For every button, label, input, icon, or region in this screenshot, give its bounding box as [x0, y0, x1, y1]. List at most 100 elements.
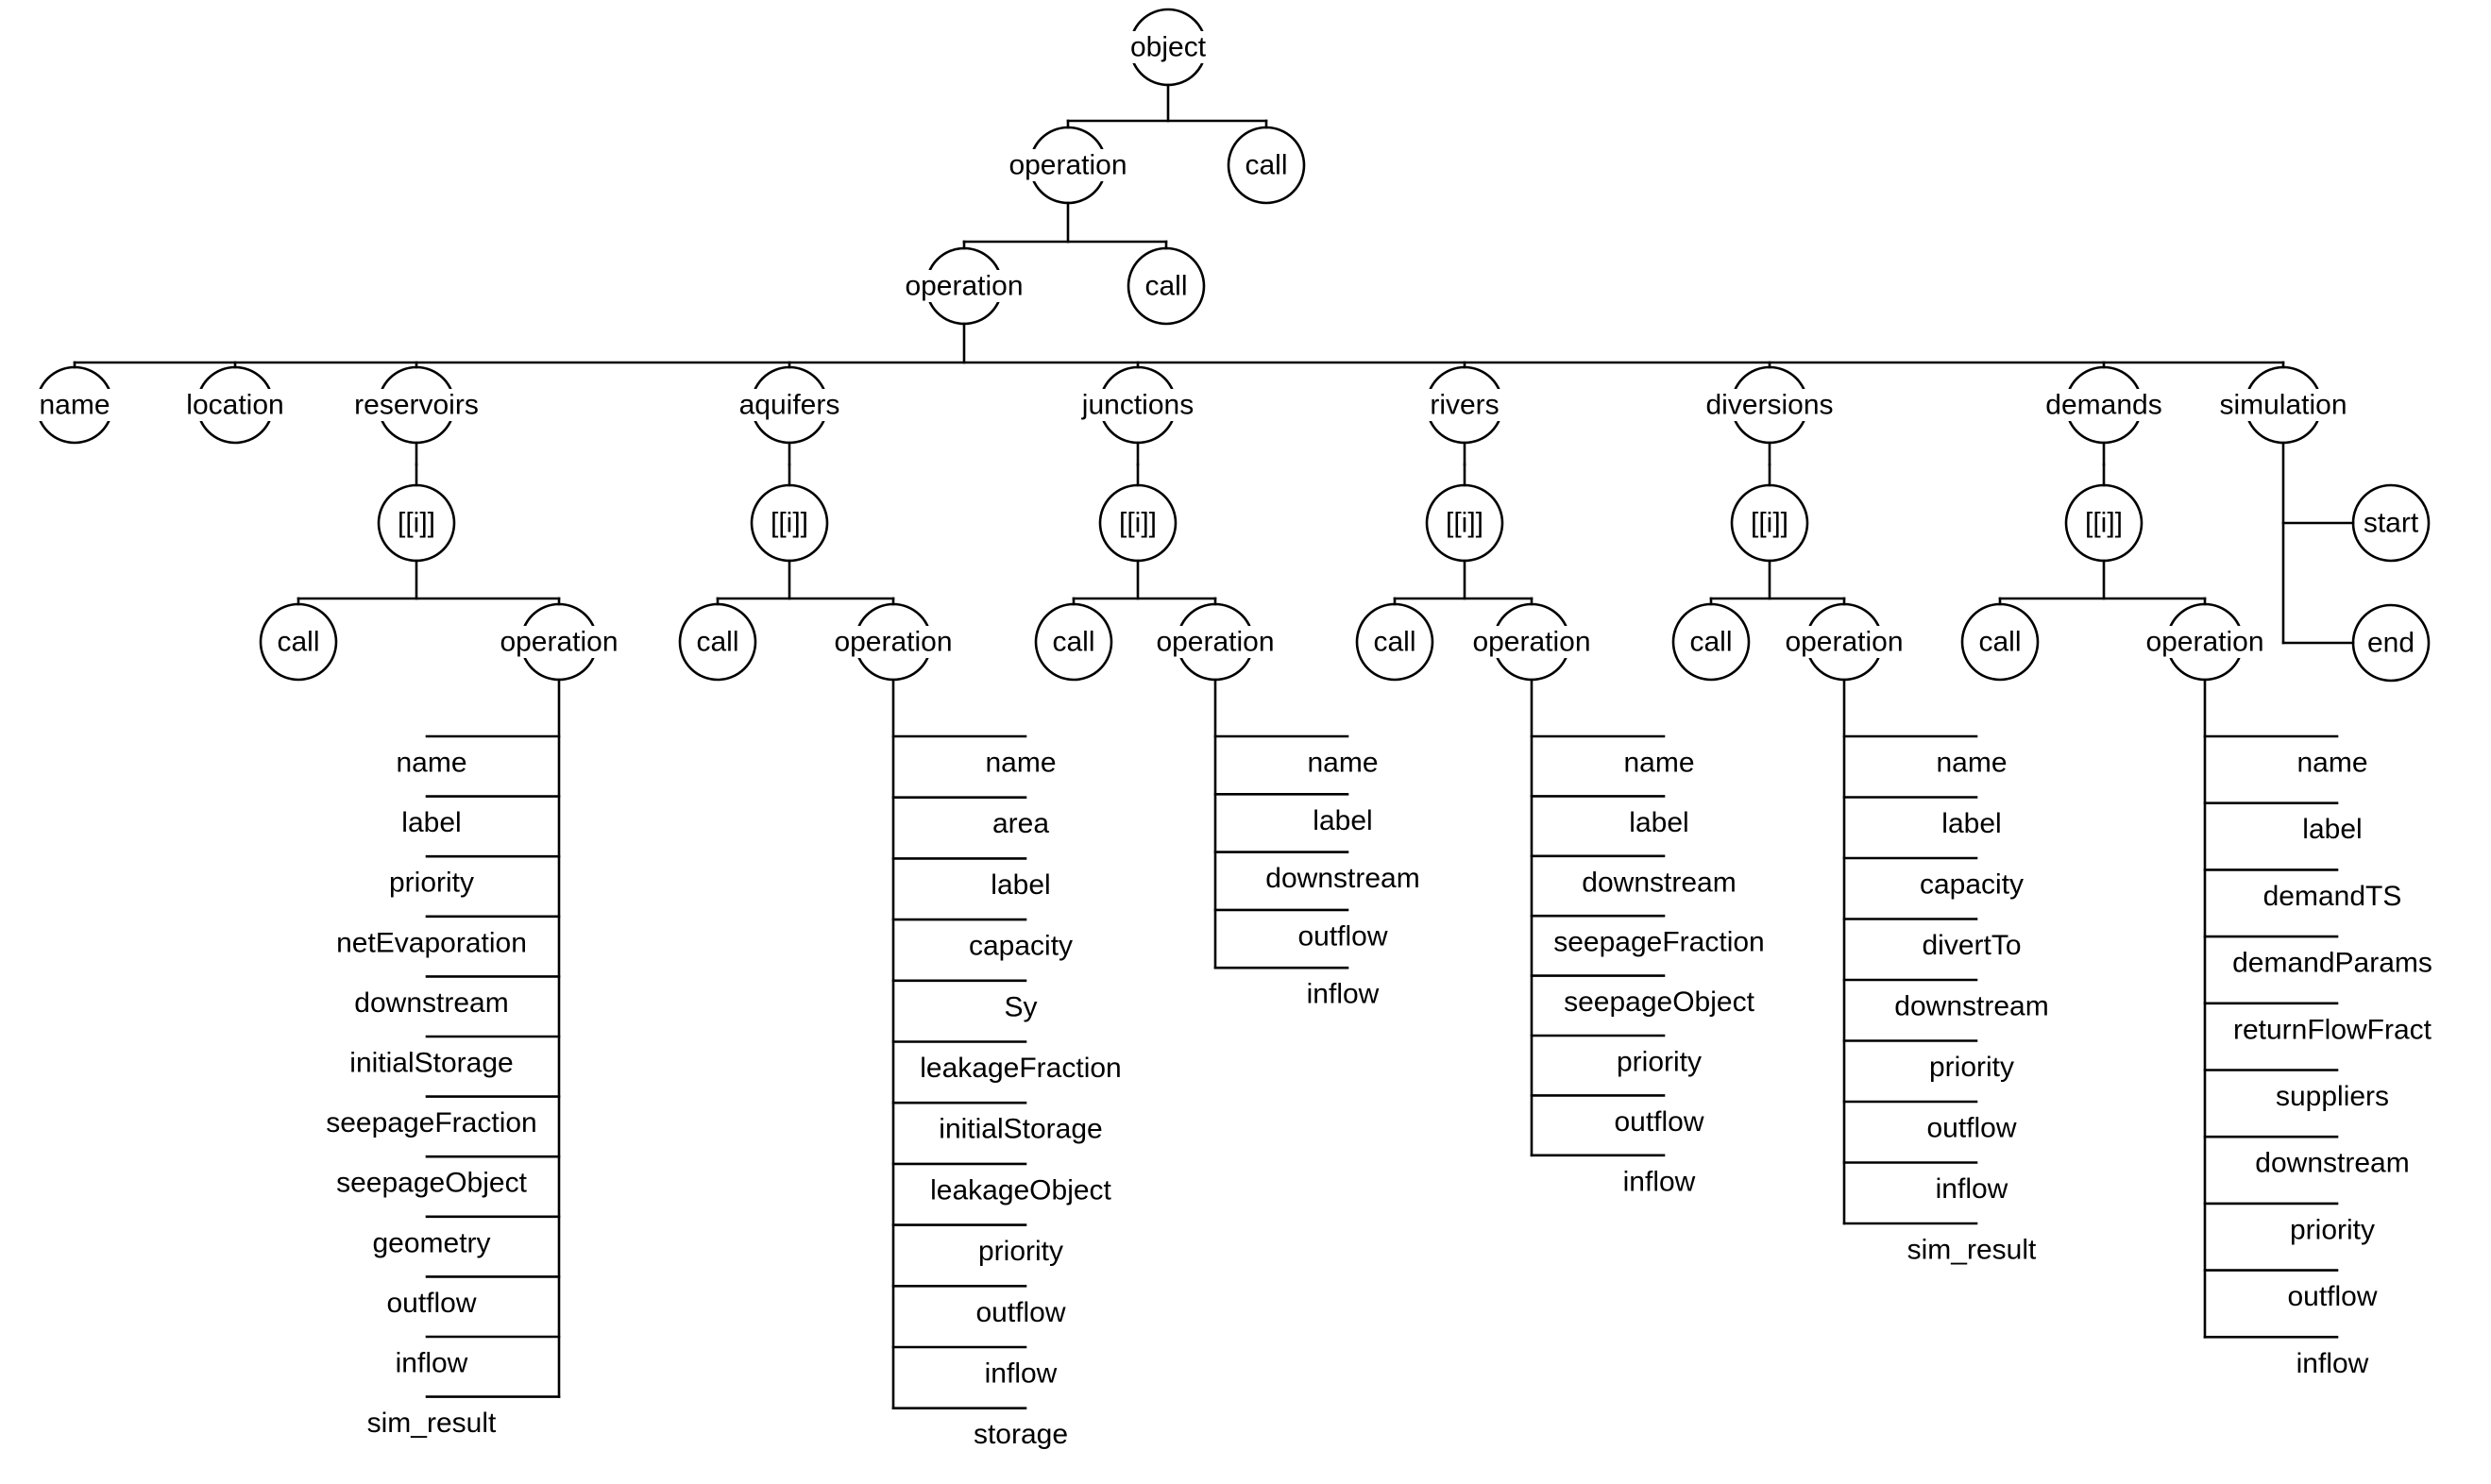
node-label-rivers-operation: operation	[1472, 627, 1590, 658]
node-label-mask	[271, 626, 326, 658]
node-label-mask	[2040, 389, 2168, 421]
tree-node-diversions-call: call	[1671, 602, 1751, 682]
attr-demands-operation-priority: priority	[2290, 1214, 2375, 1245]
connector-layer	[73, 83, 2355, 1409]
node-label-mask	[1112, 507, 1163, 539]
tree-node-operation-1: operation	[1003, 126, 1133, 205]
attr-rivers-operation-priority: priority	[1617, 1047, 1702, 1078]
tree-node-simulation: simulation	[2213, 365, 2353, 445]
node-circle	[1227, 126, 1306, 205]
node-label-rivers-i: [[i]]	[1446, 508, 1483, 539]
node-circle	[2351, 603, 2431, 683]
node-label-mask	[1684, 626, 1738, 658]
tree-node-location: location	[180, 365, 290, 445]
tree-node-diversions: diversions	[1700, 365, 1839, 445]
node-circle	[259, 602, 338, 682]
tree-node-rivers: rivers	[1424, 365, 1505, 445]
node-circle	[1034, 602, 1113, 682]
attr-aquifers-operation-label: label	[991, 869, 1050, 901]
node-label-mask	[2078, 507, 2129, 539]
node-label-mask	[690, 626, 745, 658]
attr-junctions-operation-name: name	[1307, 748, 1378, 779]
tree-node-demands-operation: operation	[2140, 602, 2270, 682]
node-label-mask	[1076, 389, 1200, 421]
node-circle	[2064, 483, 2144, 563]
tree-node-object: object	[1124, 8, 1212, 87]
attr-reservoirs-operation-inflow: inflow	[396, 1348, 468, 1379]
tree-node-rivers-call: call	[1355, 602, 1434, 682]
tree-node-junctions-call: call	[1034, 602, 1113, 682]
attr-demands-operation-label: label	[2302, 814, 2362, 845]
node-circle	[1960, 602, 2040, 682]
attr-diversions-operation-label: label	[1941, 808, 2001, 839]
node-label-junctions-call: call	[1052, 627, 1094, 658]
node-label-mask	[2361, 627, 2421, 659]
attr-aquifers-operation-capacity: capacity	[969, 931, 1073, 962]
attr-aquifers-operation-initialStorage: initialStorage	[939, 1114, 1102, 1145]
attr-reservoirs-operation-downstream: downstream	[354, 987, 508, 1019]
tree-node-diversions-operation: operation	[1779, 602, 1909, 682]
tree-node-reservoirs-i: [[i]]	[377, 483, 456, 563]
tree-node-reservoirs: reservoirs	[348, 365, 484, 445]
attr-rivers-operation-name: name	[1623, 748, 1694, 779]
node-label-mask	[1046, 626, 1101, 658]
tree-node-aquifers-operation: operation	[828, 602, 958, 682]
attr-diversions-operation-capacity: capacity	[1920, 869, 2024, 901]
attr-diversions-operation-name: name	[1936, 748, 2007, 779]
node-label-mask	[1124, 31, 1212, 63]
attr-demands-operation-demandTS: demandTS	[2263, 881, 2402, 912]
attr-aquifers-operation-priority: priority	[978, 1236, 1063, 1267]
node-label-diversions-i: [[i]]	[1751, 508, 1788, 539]
node-label-name: name	[39, 390, 110, 421]
node-label-reservoirs: reservoirs	[354, 390, 479, 421]
node-label-mask	[1466, 626, 1597, 658]
attr-junctions-operation-inflow: inflow	[1307, 979, 1380, 1010]
node-label-mask	[348, 389, 484, 421]
node-label-mask	[33, 389, 116, 421]
attr-reservoirs-operation-geometry: geometry	[372, 1227, 490, 1258]
node-label-junctions: junctions	[1081, 390, 1194, 421]
tree-node-reservoirs-call: call	[259, 602, 338, 682]
attr-aquifers-operation-inflow: inflow	[985, 1358, 1058, 1390]
node-label-mask	[1779, 626, 1909, 658]
attr-demands-operation-downstream: downstream	[2255, 1148, 2409, 1179]
tree-node-name: name	[33, 365, 116, 445]
attr-rivers-operation-label: label	[1629, 807, 1688, 838]
node-label-mask	[2140, 626, 2270, 658]
attr-junctions-operation-label: label	[1313, 805, 1372, 836]
tree-node-junctions-i: [[i]]	[1098, 483, 1178, 563]
tree-node-junctions-operation: operation	[1150, 602, 1280, 682]
node-label-mask	[1973, 626, 2027, 658]
node-label-mask	[180, 389, 290, 421]
attr-rivers-operation-outflow: outflow	[1614, 1106, 1703, 1138]
node-label-demands: demands	[2045, 390, 2161, 421]
node-label-rivers-call: call	[1373, 627, 1415, 658]
tree-node-call-2: call	[1127, 246, 1206, 326]
attr-diversions-operation-priority: priority	[1929, 1052, 2014, 1083]
attr-reservoirs-operation-name: name	[396, 748, 466, 779]
node-label-diversions-operation: operation	[1785, 627, 1903, 658]
attr-diversions-operation-outflow: outflow	[1926, 1113, 2016, 1144]
node-label-aquifers-operation: operation	[834, 627, 952, 658]
node-label-diversions: diversions	[1705, 390, 1833, 421]
tree-node-aquifers-call: call	[678, 602, 757, 682]
node-label-reservoirs-i: [[i]]	[398, 508, 435, 539]
attr-demands-operation-inflow: inflow	[2296, 1348, 2369, 1379]
node-label-simulation: simulation	[2219, 390, 2347, 421]
tree-node-diversions-i: [[i]]	[1730, 483, 1809, 563]
node-label-aquifers-call: call	[696, 627, 738, 658]
attr-aquifers-operation-outflow: outflow	[975, 1297, 1065, 1328]
attr-aquifers-operation-name: name	[985, 748, 1056, 779]
attr-reservoirs-operation-outflow: outflow	[386, 1288, 476, 1319]
node-layer: object operation operation name location rese…	[33, 8, 2432, 1450]
attr-demands-operation-suppliers: suppliers	[2276, 1081, 2389, 1112]
node-label-mask	[2357, 507, 2425, 539]
node-label-object: object	[1130, 32, 1207, 63]
attr-rivers-operation-seepageObject: seepageObject	[1564, 987, 1754, 1018]
node-label-demands-call: call	[1978, 627, 2021, 658]
node-label-mask	[1003, 149, 1133, 181]
attr-rivers-operation-inflow: inflow	[1623, 1166, 1696, 1197]
attr-reservoirs-operation-priority: priority	[389, 868, 474, 899]
